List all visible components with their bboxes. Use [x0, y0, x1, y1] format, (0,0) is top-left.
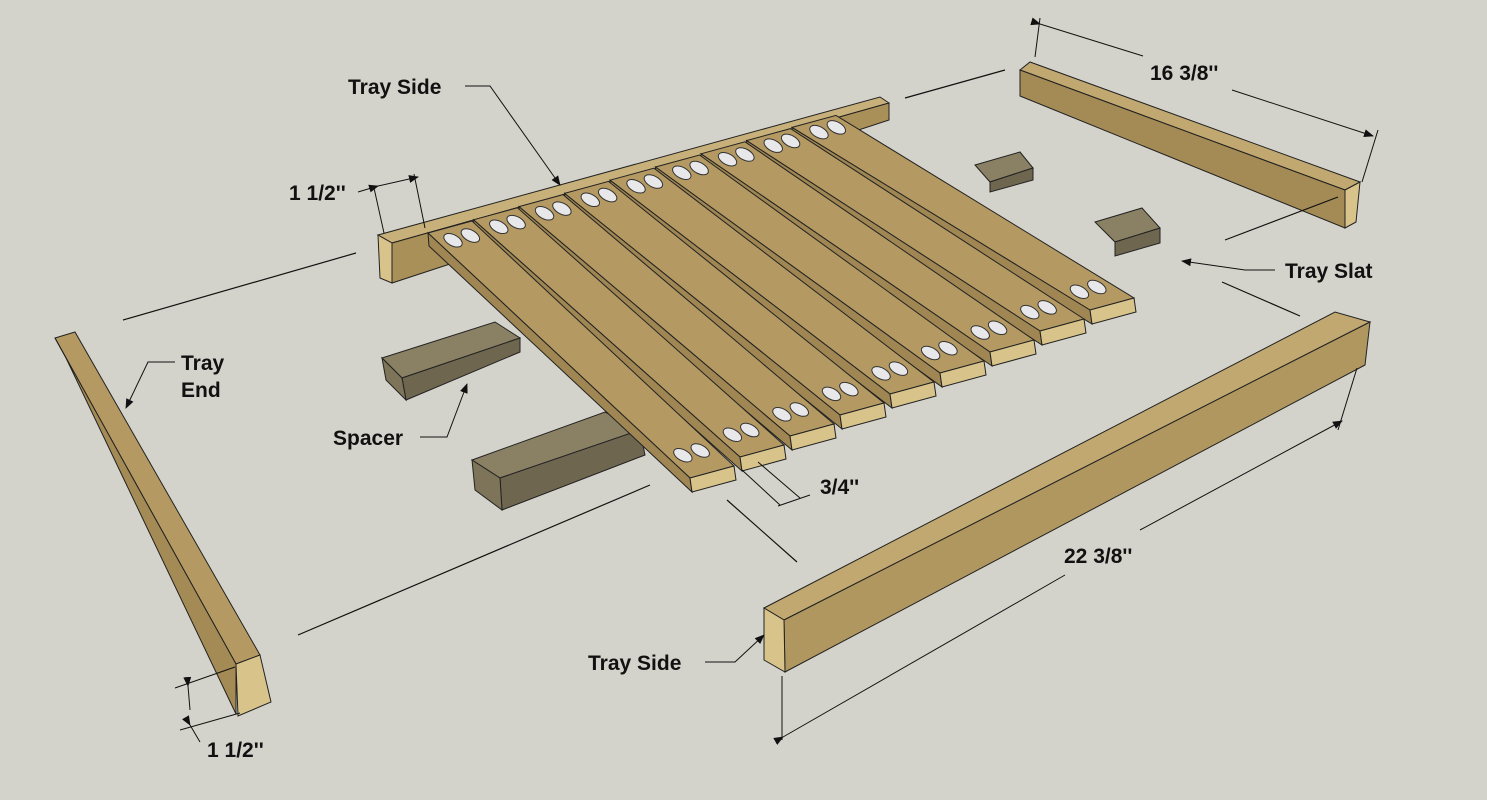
- spacer-rear-right: [974, 151, 1034, 193]
- dim-side-thickness: 1 1/2'': [289, 182, 346, 205]
- tray-slat: [745, 128, 1087, 347]
- slat-end-face: [939, 360, 987, 388]
- label-tray-side-top: Tray Side: [348, 76, 441, 99]
- tray-end: [54, 331, 272, 717]
- tray-end-right: [1018, 61, 1362, 229]
- tray-slats: [427, 114, 1137, 494]
- label-spacer: Spacer: [333, 427, 403, 450]
- tray-slat: [608, 167, 937, 410]
- pocket-hole: [717, 151, 738, 167]
- leader-lines: [125, 85, 1275, 663]
- pocket-hole: [489, 219, 509, 235]
- pocket-hole: [597, 187, 618, 203]
- pocket-hole: [789, 402, 810, 417]
- slat-end-face: [1039, 318, 1087, 346]
- pocket-hole: [740, 422, 760, 438]
- tray-slat: [699, 141, 1037, 368]
- pocket-hole: [763, 138, 783, 153]
- pocket-hole: [1069, 284, 1090, 299]
- slat-end-face: [739, 444, 787, 472]
- pocket-hole: [506, 214, 526, 230]
- pocket-hole: [780, 133, 801, 149]
- pocket-hole: [1037, 300, 1057, 315]
- dim-side-length: 22 3/8'': [1064, 545, 1132, 568]
- tray-side-front: [762, 311, 1372, 673]
- pocket-hole: [690, 443, 710, 458]
- pocket-hole: [839, 381, 859, 397]
- pocket-hole: [871, 366, 891, 381]
- pocket-hole: [460, 228, 481, 243]
- pocket-hole: [673, 447, 693, 463]
- pocket-hole: [534, 206, 555, 221]
- slat-end-face: [1089, 297, 1137, 325]
- dimension-lines: [174, 17, 1379, 745]
- pocket-hole: [735, 147, 755, 162]
- pocket-hole: [970, 325, 990, 340]
- label-tray-end-line1: Tray: [181, 352, 225, 375]
- pocket-hole: [1020, 304, 1040, 320]
- pocket-hole: [643, 174, 664, 189]
- dim-end-width: 1 1/2'': [207, 739, 264, 762]
- dim-slat-thickness: 3/4'': [820, 476, 859, 499]
- pocket-hole: [938, 340, 958, 356]
- slat-end-face: [889, 381, 937, 409]
- pocket-hole: [580, 192, 600, 208]
- pocket-hole: [552, 201, 572, 216]
- pocket-hole: [920, 345, 941, 361]
- pocket-hole: [443, 233, 463, 248]
- tray-slat: [427, 220, 737, 494]
- dim-end-length: 16 3/8'': [1150, 62, 1218, 85]
- pocket-hole: [821, 386, 842, 402]
- label-tray-end-line2: End: [181, 379, 221, 402]
- label-tray-side-bottom: Tray Side: [588, 652, 681, 675]
- spacer-front: [470, 411, 646, 512]
- pocket-hole: [1087, 279, 1107, 295]
- pocket-hole: [672, 165, 692, 181]
- tray-slat: [563, 180, 887, 431]
- pocket-hole: [987, 320, 1008, 336]
- spacer-mid-right: [1094, 207, 1161, 257]
- pocket-hole: [722, 427, 743, 443]
- spacer-left: [381, 321, 522, 402]
- slat-end-face: [689, 465, 737, 493]
- slat-end-face: [839, 402, 887, 430]
- tray-slat: [654, 154, 987, 389]
- pocket-hole: [809, 124, 829, 140]
- pocket-hole: [772, 407, 792, 422]
- pocket-hole: [626, 179, 646, 194]
- alignment-lines: [122, 69, 1339, 636]
- slat-end-face: [789, 423, 837, 451]
- pocket-hole: [888, 361, 909, 376]
- label-tray-slat: Tray Slat: [1285, 260, 1373, 283]
- tray-slat: [472, 207, 787, 473]
- pocket-hole: [689, 160, 709, 176]
- pocket-hole: [826, 120, 847, 135]
- slat-end-face: [989, 339, 1037, 367]
